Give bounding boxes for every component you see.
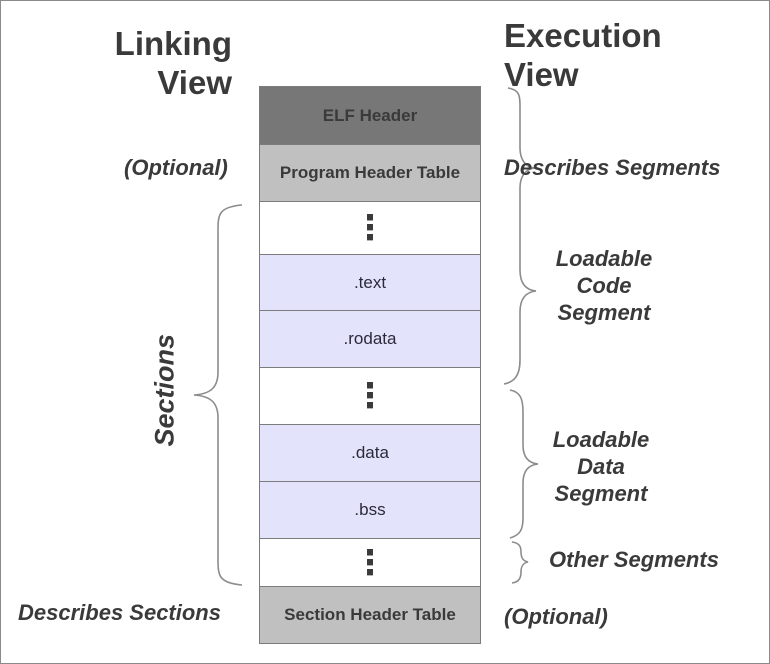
execution-view-title: Execution View [504, 16, 662, 94]
data-segment-line-3: Segment [554, 481, 648, 506]
other-segments-label: Other Segments [549, 547, 719, 572]
data-segment-line-1: Loadable [552, 427, 650, 452]
linking-view-title: Linking View [108, 24, 232, 102]
other-segments-brace [511, 541, 529, 584]
ellipsis-block-2: ⋮ [259, 367, 481, 425]
data-section-block: .data [259, 424, 481, 482]
execution-title-line-1: Execution [504, 17, 662, 54]
header-segments-brace [507, 87, 537, 235]
ellipsis-block-3: ⋮ [259, 538, 481, 587]
describes-sections-label: Describes Sections [18, 600, 221, 625]
optional-label-left: (Optional) [124, 155, 228, 180]
loadable-code-segment-label: Loadable Code Segment [546, 245, 662, 326]
section-header-table-block: Section Header Table [259, 586, 481, 644]
rodata-section-block: .rodata [259, 310, 481, 368]
linking-title-line-2: View [157, 64, 232, 101]
code-segment-brace [503, 235, 537, 385]
loadable-data-segment-label: Loadable Data Segment [543, 426, 659, 507]
execution-title-line-2: View [504, 56, 579, 93]
sections-label: Sections [149, 333, 180, 447]
ellipsis-block-1: ⋮ [259, 201, 481, 255]
optional-label-right: (Optional) [504, 604, 608, 629]
code-segment-line-1: Loadable [555, 246, 653, 271]
code-segment-line-2: Code [576, 273, 632, 298]
bss-section-block: .bss [259, 481, 481, 539]
program-header-table-block: Program Header Table [259, 144, 481, 202]
sections-brace [193, 204, 243, 586]
describes-segments-label: Describes Segments [504, 155, 721, 180]
code-segment-line-3: Segment [557, 300, 651, 325]
data-segment-brace [509, 389, 539, 539]
linking-title-line-1: Linking [114, 25, 232, 62]
data-segment-line-2: Data [577, 454, 625, 479]
elf-header-block: ELF Header [259, 86, 481, 145]
